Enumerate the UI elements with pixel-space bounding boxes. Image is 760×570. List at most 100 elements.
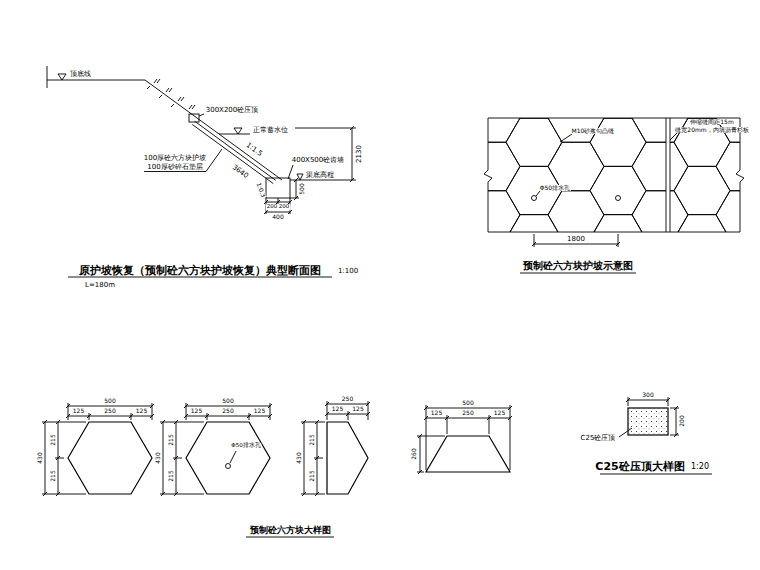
elevation-label: 顶底线 (69, 71, 92, 78)
callout-label: Φ50排水孔 (230, 443, 261, 449)
dimension-label: 125 (331, 406, 344, 412)
block-details (184, 404, 188, 408)
block-details (508, 406, 512, 410)
plan-border (484, 118, 744, 232)
block-details (129, 414, 133, 418)
hex-pattern-plan (532, 242, 536, 246)
callout-label: 100厚砂碎石垫层 (146, 164, 203, 171)
dimension-label: 400 (271, 214, 284, 220)
hexagon-grid (548, 191, 604, 232)
dimension-label: 215 (168, 433, 174, 446)
expansion-joint (666, 118, 670, 232)
dimension-label: 250 (103, 408, 116, 414)
dimension-label: 500 (461, 400, 474, 406)
dimension-label: 500 (103, 398, 116, 404)
dimension-line (301, 401, 368, 494)
dimension-label: 125 (72, 408, 85, 414)
grass-hatch (147, 79, 195, 109)
block-details (42, 397, 712, 537)
block-details (424, 406, 428, 410)
dimension-label: 250 (341, 396, 354, 402)
toe-wall (266, 178, 290, 198)
elevation-label: 渠底高程 (305, 172, 335, 179)
leader-line (619, 428, 632, 437)
callout-label: 400X500砼齿墙 (291, 157, 346, 164)
callout-label: 伸缩缝间距15m (689, 119, 734, 125)
hexagon-grid (488, 142, 520, 190)
dimension-label: 125 (493, 410, 506, 416)
hex-pattern-plan (464, 70, 760, 288)
block-details (445, 416, 449, 420)
block-details (315, 420, 319, 424)
leader-line (199, 114, 204, 116)
block-details (174, 492, 178, 496)
coping-section (628, 408, 668, 435)
drawing-title: C25砼压顶大样图 (594, 461, 685, 472)
dimension-label: 125 (253, 408, 266, 414)
coping-block (189, 114, 199, 122)
dimension-label: 215 (309, 433, 315, 446)
block-details (56, 456, 60, 460)
slope-ratio: 1:1.5 (244, 141, 264, 158)
block-details (302, 420, 306, 424)
block-details (674, 433, 678, 437)
dimension-label: 260 (411, 447, 417, 460)
callout-label: 300X200砼压顶 (205, 107, 260, 114)
section-view (264, 210, 268, 214)
dimension-line (534, 234, 618, 247)
dimension-label: 125 (135, 408, 148, 414)
half-hexagon-block (327, 422, 368, 494)
elevation-symbol (297, 174, 303, 180)
title-underline (68, 277, 332, 278)
block-details (56, 420, 60, 424)
block-details (150, 404, 154, 408)
drawing-title: 原护坡恢复（预制砼六方块护坡恢复）典型断面图 (78, 265, 322, 276)
hex-pattern-plan (616, 242, 620, 246)
dimension-label: 3640 (230, 163, 250, 180)
dimension-label: 430 (37, 451, 43, 464)
block-details (325, 412, 329, 416)
block-details (366, 402, 370, 406)
drain-hole (532, 196, 537, 201)
hexagon-block (68, 422, 152, 494)
water-level-label: 正常蓄水位 (252, 127, 289, 134)
dimension-label: 2130 (356, 144, 363, 164)
title-underline (600, 474, 712, 475)
callout-label: Φ50排水孔 (539, 185, 571, 191)
dimension-label: 215 (309, 469, 315, 482)
block-details (315, 456, 319, 460)
hexagon-grid (488, 118, 740, 232)
block-details (418, 470, 422, 474)
block-details (315, 492, 319, 496)
dimension-line (628, 397, 679, 435)
hexagon-grid (674, 215, 730, 232)
block-details (247, 414, 251, 418)
callout-label: 100厚砼六方块护坡 (143, 155, 207, 162)
block-details (302, 492, 306, 496)
ground-slope-line (47, 66, 282, 180)
block-details (418, 434, 422, 438)
block-details (174, 420, 178, 424)
leader-line (536, 191, 540, 196)
block-details (366, 412, 370, 416)
dimension-label: 215 (168, 469, 174, 482)
hexagon-grid (506, 215, 562, 232)
hexagon-grid (548, 142, 604, 190)
block-details (487, 416, 491, 420)
channel-bottom (290, 180, 338, 181)
block-details (66, 404, 70, 408)
block-details (161, 420, 165, 424)
hexagon-grid (488, 118, 520, 142)
dimension-line (417, 405, 510, 472)
joint-gap (666, 118, 670, 232)
dimension-line (295, 128, 356, 180)
dimension-label: 200 (679, 414, 685, 427)
scale-label: 1:20 (690, 463, 710, 471)
hexagon-grid (590, 215, 646, 232)
elevation-symbol (58, 74, 66, 80)
dimension-label: 200 (278, 204, 291, 210)
section-view (294, 196, 298, 200)
block-details (205, 414, 209, 418)
section-view (294, 178, 298, 182)
